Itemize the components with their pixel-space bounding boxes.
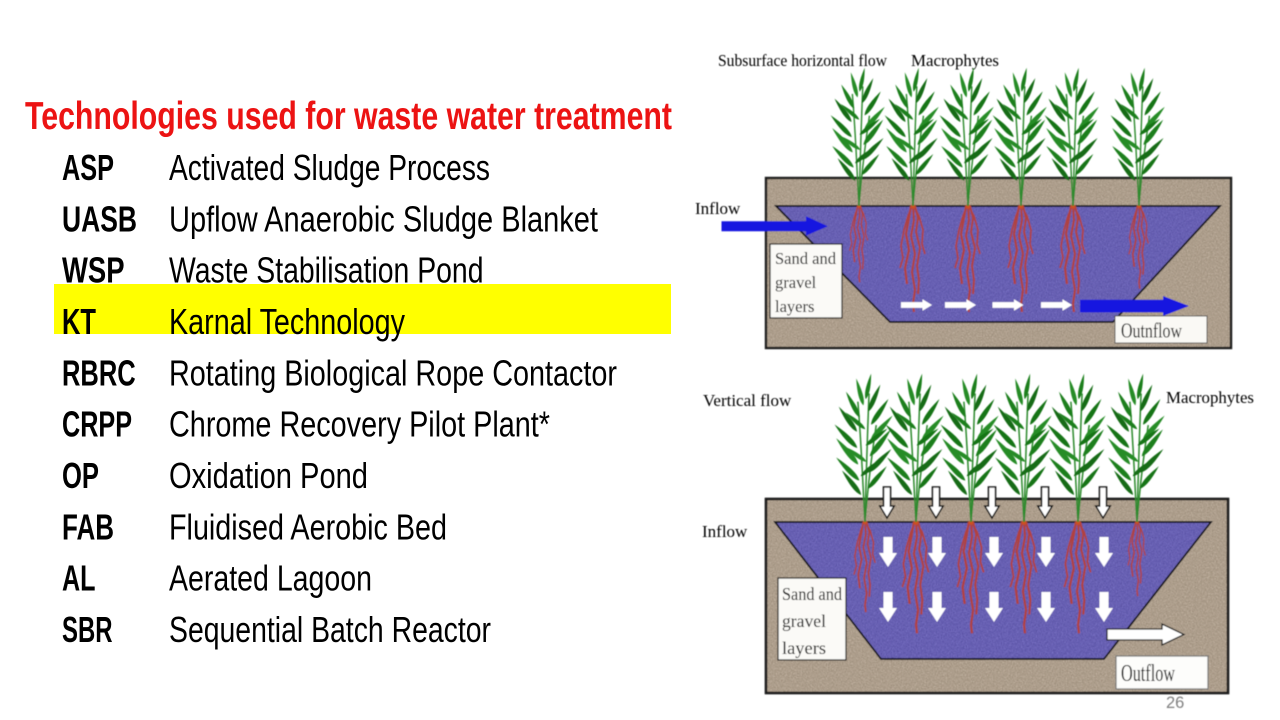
svg-text:layers: layers — [782, 638, 826, 658]
svg-text:Macrophytes: Macrophytes — [911, 51, 999, 70]
svg-text:Fluidised Aerobic Bed: Fluidised Aerobic Bed — [169, 506, 447, 547]
svg-text:Sand and: Sand and — [782, 584, 842, 604]
svg-text:SBR: SBR — [62, 609, 113, 650]
svg-text:Sequential Batch Reactor: Sequential Batch Reactor — [169, 609, 491, 650]
svg-text:Subsurface horizontal flow: Subsurface horizontal flow — [718, 51, 887, 70]
svg-text:Waste Stabilisation Pond: Waste Stabilisation Pond — [169, 250, 484, 291]
svg-text:Rotating Biological Rope Conta: Rotating Biological Rope Contactor — [169, 352, 617, 393]
svg-text:Sand and: Sand and — [775, 249, 837, 268]
svg-text:gravel: gravel — [782, 611, 826, 631]
svg-text:WSP: WSP — [62, 250, 125, 291]
svg-text:AL: AL — [62, 558, 96, 599]
svg-text:Upflow Anaerobic Sludge Blanke: Upflow Anaerobic Sludge Blanket — [169, 198, 598, 239]
svg-text:Oxidation Pond: Oxidation Pond — [169, 455, 368, 496]
svg-text:Aerated Lagoon: Aerated Lagoon — [169, 558, 372, 599]
svg-text:Karnal Technology: Karnal Technology — [169, 301, 405, 342]
svg-text:Technologies used for waste wa: Technologies used for waste water treatm… — [25, 95, 672, 138]
svg-text:UASB: UASB — [62, 198, 137, 239]
svg-text:Macrophytes: Macrophytes — [1166, 388, 1254, 407]
svg-text:Inflow: Inflow — [695, 199, 741, 218]
svg-text:CRPP: CRPP — [62, 404, 132, 445]
svg-text:RBRC: RBRC — [62, 352, 136, 393]
svg-text:gravel: gravel — [775, 273, 817, 292]
svg-text:FAB: FAB — [62, 506, 114, 547]
svg-text:Outflow: Outflow — [1121, 661, 1175, 687]
svg-text:Inflow: Inflow — [702, 522, 748, 541]
svg-text:Vertical flow: Vertical flow — [703, 391, 792, 410]
svg-text:KT: KT — [62, 301, 96, 342]
svg-text:OP: OP — [62, 455, 99, 496]
svg-text:ASP: ASP — [62, 147, 114, 188]
svg-text:Activated Sludge Process: Activated Sludge Process — [169, 147, 490, 188]
svg-text:layers: layers — [775, 297, 814, 316]
svg-text:26: 26 — [1166, 694, 1184, 712]
svg-text:Outnflow: Outnflow — [1121, 319, 1183, 343]
svg-text:Chrome Recovery Pilot Plant*: Chrome Recovery Pilot Plant* — [169, 404, 550, 445]
